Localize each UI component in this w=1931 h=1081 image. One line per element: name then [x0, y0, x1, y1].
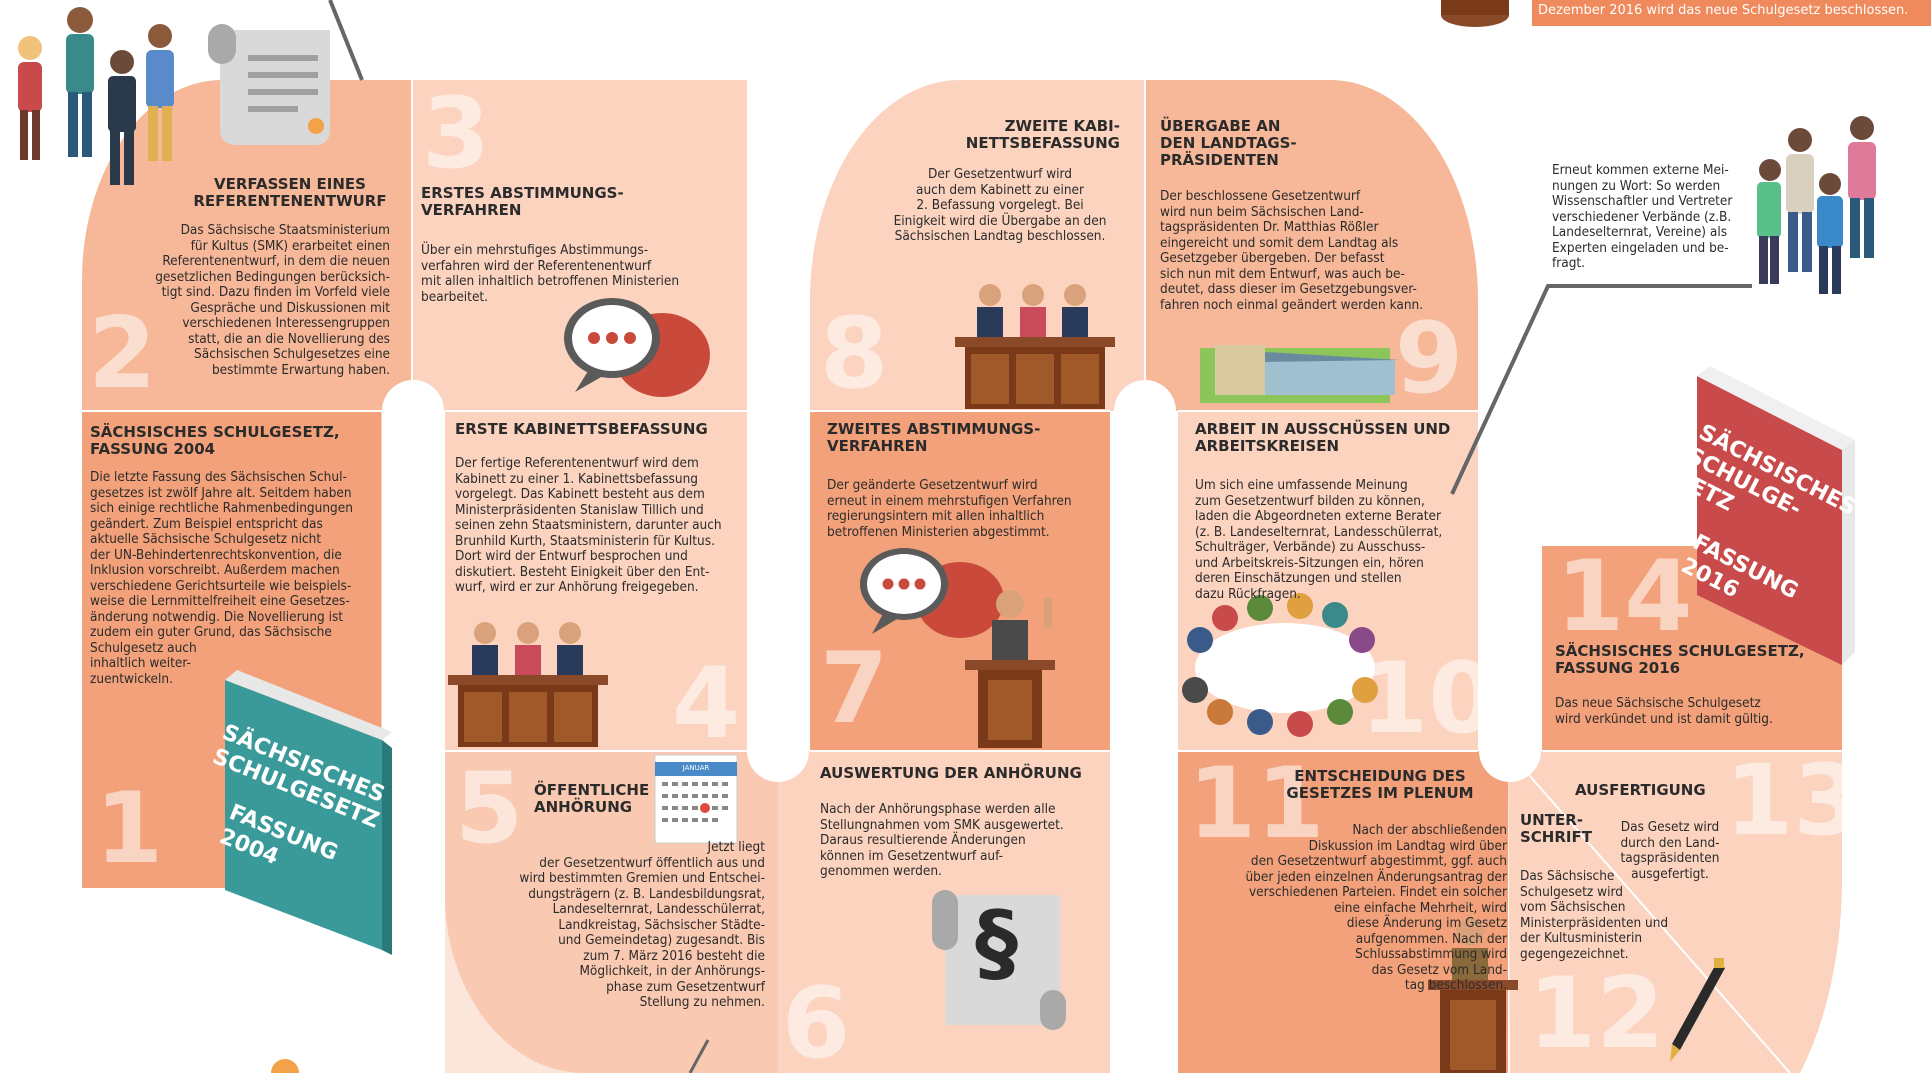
speech-bubble-icon [564, 298, 710, 397]
gavel-icon [1441, 0, 1509, 27]
paragraph-sign: § [975, 893, 1018, 993]
step-number-3: 3 [422, 77, 491, 191]
decorative-dot [271, 1059, 299, 1073]
step-text-4: Der fertige Referentenentwurf wird dem K… [455, 455, 722, 595]
speaker-podium-icon-2 [1428, 918, 1518, 1073]
step-number-7: 7 [820, 632, 889, 746]
step-text-13: Das Gesetz wird durch den Land- tagspräs… [1620, 819, 1720, 882]
people-group-icon [18, 7, 174, 185]
callout-text: Erneut kommen externe Mei- nungen zu Wor… [1552, 162, 1733, 271]
step-text-11: Nach der abschließenden Diskussion im La… [1245, 822, 1507, 993]
step-text-7: Der geänderte Gesetzentwurf wird erneut … [827, 477, 1072, 540]
book-icon-2 [1697, 366, 1855, 665]
step-number-4: 4 [672, 647, 741, 761]
step-number-9: 9 [1395, 302, 1464, 416]
speaker-podium-icon [965, 590, 1055, 748]
parliament-building-icon [1200, 345, 1400, 403]
step-title-8: ZWEITE KABI- NETTSBEFASSUNG [965, 117, 1120, 152]
cabinet-icon-2 [955, 284, 1115, 409]
step-title-2: VERFASSEN EINES REFERENTENENTWURF [193, 175, 387, 210]
step-title-5: ÖFFENTLICHE ANHÖRUNG [534, 781, 650, 816]
calendar-icon [654, 754, 738, 844]
round-table-icon [1182, 593, 1378, 737]
step-text-9: Der beschlossene Gesetzentwurf wird nun … [1160, 188, 1424, 313]
step-title-12: UNTER- SCHRIFT [1520, 811, 1592, 846]
step-title-7: ZWEITES ABSTIMMUNGS- VERFAHREN [827, 420, 1041, 455]
step-text-1: Die letzte Fassung des Sächsischen Schul… [90, 469, 353, 687]
step-number-6: 6 [782, 967, 851, 1081]
top-banner: Dezember 2016 wird das neue Schulgesetz … [1532, 0, 1931, 26]
step-number-2: 2 [88, 297, 157, 411]
step-number-11: 11 [1188, 747, 1325, 861]
paragraph-scroll-icon [932, 890, 1066, 1030]
step-text-14: Das neue Sächsische Schulgesetz wird ver… [1555, 695, 1773, 727]
people-group-icon-2 [1757, 116, 1876, 294]
tile-step-2 [82, 80, 412, 411]
step-title-3: ERSTES ABSTIMMUNGS- VERFAHREN [421, 184, 624, 219]
tile-step-8 [810, 80, 1145, 411]
step-number-1: 1 [95, 772, 164, 886]
step-text-8: Der Gesetzentwurf wird auch dem Kabinett… [893, 166, 1107, 244]
scroll-icon [208, 24, 330, 145]
step-number-14: 14 [1556, 540, 1693, 654]
step-title-6: AUSWERTUNG DER ANHÖRUNG [820, 764, 1082, 782]
book-icon [225, 670, 392, 955]
step-text-3: Über ein mehrstufiges Abstimmungs- verfa… [421, 242, 680, 305]
step-title-11: ENTSCHEIDUNG DES GESETZES IM PLENUM [1286, 767, 1474, 802]
step-number-13: 13 [1725, 744, 1862, 858]
cabinet-icon [448, 622, 608, 747]
tile-step-9 [1145, 80, 1478, 411]
step-number-12: 12 [1528, 957, 1665, 1071]
step-title-14: SÄCHSISCHES SCHULGESETZ, FASSUNG 2016 [1555, 642, 1805, 677]
step-title-10: ARBEIT IN AUSSCHÜSSEN UND ARBEITSKREISEN [1195, 420, 1451, 455]
speech-bubble-icon-2 [860, 548, 1004, 638]
step-text-2: Das Sächsische Staatsministerium für Kul… [155, 222, 390, 378]
step-text-6: Nach der Anhörungsphase werden alle Stel… [820, 801, 1064, 879]
step-text-5: Jetzt liegt der Gesetzentwurf öffentlich… [519, 839, 765, 1010]
step-title-9: ÜBERGABE AN DEN LANDTAGS- PRÄSIDENTEN [1160, 117, 1297, 169]
step-title-4: ERSTE KABINETTSBEFASSUNG [455, 420, 708, 438]
step-number-5: 5 [455, 752, 524, 866]
pen-icon [1670, 958, 1725, 1062]
step-text-12: Das Sächsische Schulgesetz wird vom Säch… [1520, 868, 1669, 962]
step-title-1: SÄCHSISCHES SCHULGESETZ, FASSUNG 2004 [90, 423, 340, 458]
step-text-10: Um sich eine umfassende Meinung zum Gese… [1195, 477, 1443, 602]
calendar-month: JANUAR [682, 764, 710, 772]
step-number-8: 8 [820, 297, 889, 411]
step-number-10: 10 [1360, 642, 1497, 756]
step-title-13: AUSFERTIGUNG [1575, 781, 1706, 799]
